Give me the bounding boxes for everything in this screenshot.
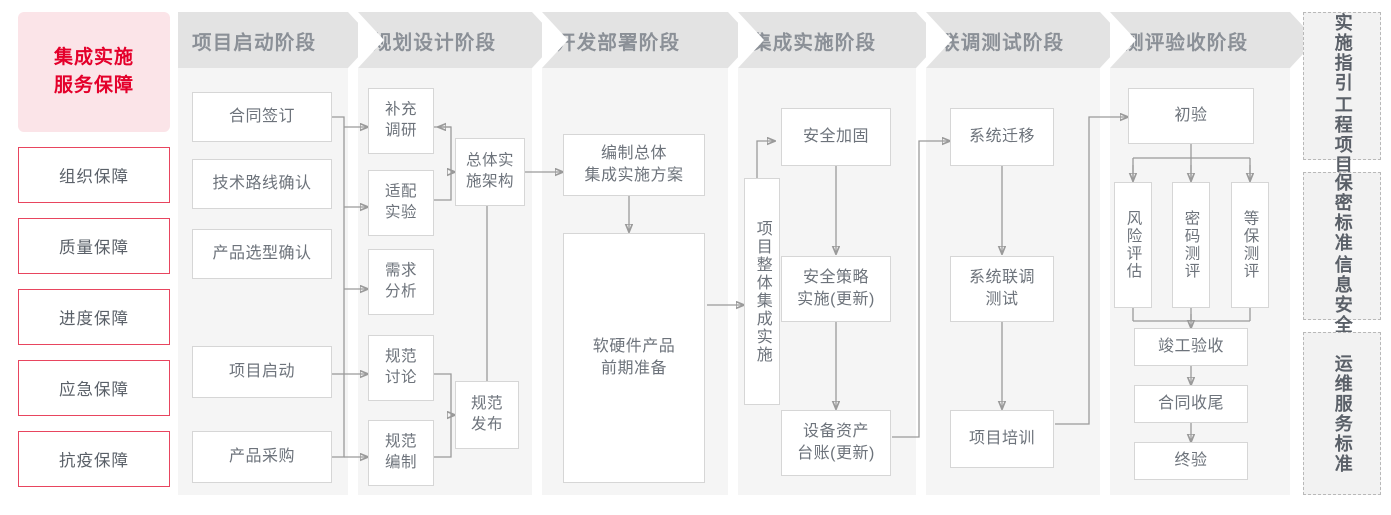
phase-header-5[interactable]: 联调测试阶段: [926, 12, 1126, 68]
standard-engineering-project-guide-label: 工程项目实施指引: [1332, 13, 1353, 175]
phase-header-1-label: 项目启动阶段: [192, 31, 317, 54]
node-hardware-software-preparation[interactable]: 软硬件产品 前期准备: [563, 233, 705, 483]
phase-header-1[interactable]: 项目启动阶段: [178, 12, 374, 68]
assurance-item-quality[interactable]: 质量保障: [18, 218, 170, 274]
phase-header-5-label: 联调测试阶段: [940, 31, 1065, 54]
node-system-joint-debug-test[interactable]: 系统联调 测试: [950, 256, 1054, 322]
assurance-title: 集成实施 服务保障: [18, 12, 170, 132]
phase-header-3-label: 开发部署阶段: [556, 31, 681, 54]
node-mlps-evaluation[interactable]: 等保测评: [1231, 182, 1269, 308]
node-product-procurement[interactable]: 产品采购: [192, 431, 332, 483]
node-project-training[interactable]: 项目培训: [950, 410, 1054, 468]
assurance-item-organization[interactable]: 组织保障: [18, 147, 170, 203]
standard-ops-service-label: 运维服务标准: [1332, 353, 1353, 474]
node-security-hardening[interactable]: 安全加固: [781, 108, 891, 166]
node-system-migration[interactable]: 系统迁移: [950, 108, 1054, 166]
phase-header-6-label: 测评验收阶段: [1124, 31, 1249, 54]
node-spec-release[interactable]: 规范 发布: [455, 381, 519, 449]
node-contract-signing[interactable]: 合同签订: [192, 92, 332, 142]
assurance-item-epidemic[interactable]: 抗疫保障: [18, 431, 170, 487]
node-requirements-analysis[interactable]: 需求 分析: [368, 249, 434, 315]
phase-header-6[interactable]: 测评验收阶段: [1110, 12, 1316, 68]
assurance-item-schedule[interactable]: 进度保障: [18, 289, 170, 345]
node-preliminary-acceptance[interactable]: 初验: [1128, 88, 1254, 144]
node-draft-overall-integration-plan[interactable]: 编制总体 集成实施方案: [563, 134, 705, 196]
assurance-panel: 集成实施 服务保障 组织保障 质量保障 进度保障 应急保障 抗疫保障: [18, 12, 170, 487]
phase-header-4-label: 集成实施阶段: [752, 31, 877, 54]
node-adaptation-experiment[interactable]: 适配 实验: [368, 170, 434, 236]
node-asset-ledger-update[interactable]: 设备资产 台账(更新): [781, 410, 891, 476]
node-supplementary-research[interactable]: 补充 调研: [368, 88, 434, 154]
node-security-policy-implementation[interactable]: 安全策略 实施(更新): [781, 256, 891, 322]
node-tech-route-confirm[interactable]: 技术路线确认: [192, 159, 332, 209]
node-product-selection-confirm[interactable]: 产品选型确认: [192, 229, 332, 279]
node-overall-integration-implementation[interactable]: 项目整体集成实施: [744, 178, 780, 405]
node-contract-closeout[interactable]: 合同收尾: [1134, 385, 1248, 423]
standard-infosec-confidentiality-label: 信息安全保密标准: [1332, 173, 1353, 335]
node-overall-implementation-architecture[interactable]: 总体实 施架构: [455, 138, 525, 206]
node-spec-drafting[interactable]: 规范 编制: [368, 420, 434, 486]
standard-engineering-project-guide[interactable]: 工程项目实施指引: [1303, 12, 1381, 175]
node-completion-acceptance[interactable]: 竣工验收: [1134, 328, 1248, 366]
phase-header-2[interactable]: 规划设计阶段: [358, 12, 558, 68]
phase-header-3[interactable]: 开发部署阶段: [542, 12, 754, 68]
standard-infosec-confidentiality[interactable]: 信息安全保密标准: [1303, 172, 1381, 335]
node-cryptography-evaluation[interactable]: 密码测评: [1172, 182, 1210, 308]
node-project-kickoff[interactable]: 项目启动: [192, 346, 332, 398]
assurance-item-emergency[interactable]: 应急保障: [18, 360, 170, 416]
phase-header-4[interactable]: 集成实施阶段: [738, 12, 942, 68]
phase-header-2-label: 规划设计阶段: [372, 31, 497, 54]
node-risk-assessment[interactable]: 风险评估: [1114, 182, 1152, 308]
node-spec-discussion[interactable]: 规范 讨论: [368, 335, 434, 401]
standard-ops-service[interactable]: 运维服务标准: [1303, 332, 1381, 495]
node-final-acceptance[interactable]: 终验: [1134, 442, 1248, 480]
